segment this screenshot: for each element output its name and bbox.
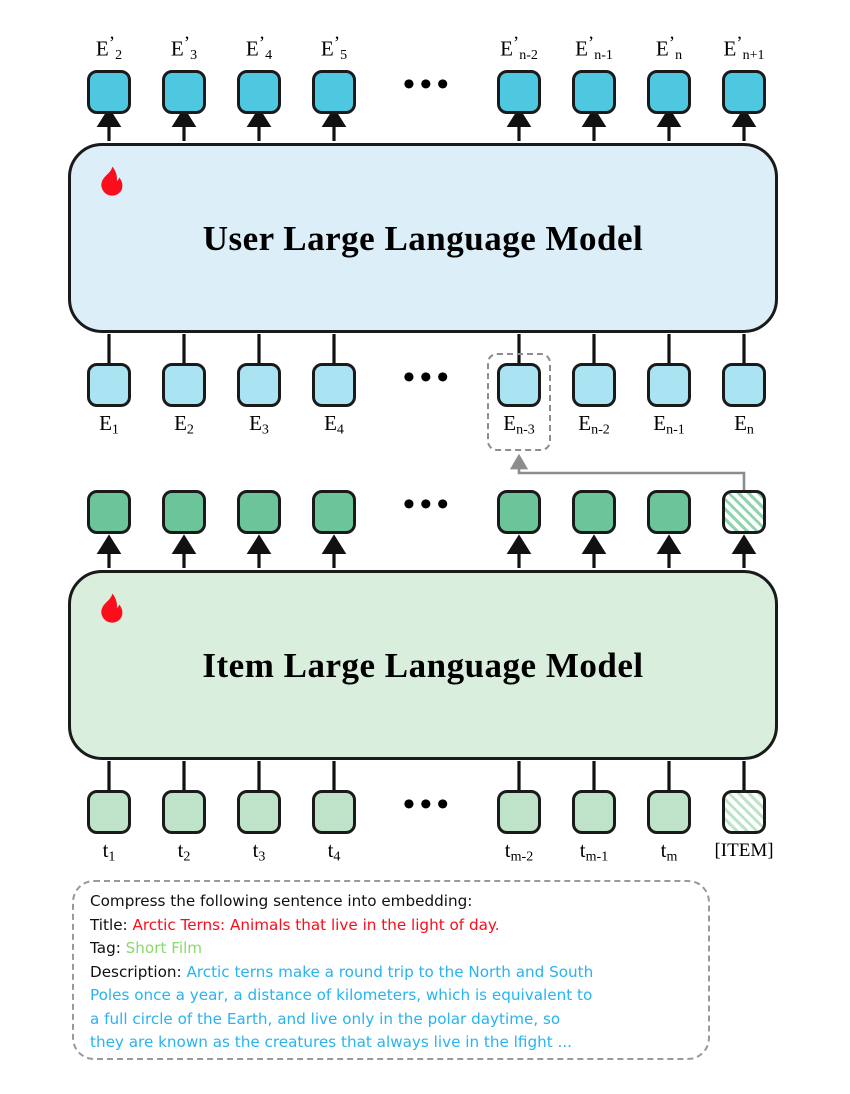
- output-embedding-label: E’5: [320, 33, 348, 64]
- prompt-desc-label: Description:: [90, 962, 182, 981]
- prompt-desc-text-1: Arctic terns make a round trip to the No…: [186, 962, 594, 981]
- output-embedding-cell[interactable]: [572, 70, 616, 114]
- output-row-ellipsis: •••: [403, 66, 454, 103]
- item-token-label: t3: [252, 838, 266, 865]
- output-embedding-label: E’2: [95, 33, 123, 64]
- output-embedding-label: E’n-1: [575, 33, 613, 64]
- item-token-cell-item-marker[interactable]: [722, 790, 766, 834]
- item-token-cell[interactable]: [572, 790, 616, 834]
- prompt-title-value: Arctic Terns: Animals that live in the l…: [132, 915, 500, 934]
- item-large-language-model-block[interactable]: Item Large Language Model: [68, 570, 778, 760]
- user-large-language-model-block[interactable]: User Large Language Model: [68, 143, 778, 333]
- item-to-user-embedding-connector: [509, 453, 746, 490]
- user-input-connector-lines: [107, 334, 746, 363]
- user-llm-output-arrows: [96, 107, 757, 141]
- user-input-embedding-label: En-2: [578, 411, 610, 438]
- item-token-cell[interactable]: [497, 790, 541, 834]
- user-input-embedding-cell[interactable]: [87, 363, 131, 407]
- user-input-embedding-label: En-3: [503, 411, 535, 438]
- user-input-embedding-cell-highlighted[interactable]: [497, 363, 541, 407]
- output-embedding-cell[interactable]: [237, 70, 281, 114]
- item-output-embedding-cell[interactable]: [237, 490, 281, 534]
- item-token-label: tm-2: [504, 838, 534, 865]
- user-input-embedding-label: E3: [249, 411, 269, 438]
- prompt-description-line-1: Description: Arctic terns make a round t…: [90, 961, 694, 985]
- user-input-row-ellipsis: •••: [403, 359, 454, 396]
- item-token-cell[interactable]: [87, 790, 131, 834]
- item-token-label: tm: [660, 838, 678, 865]
- item-token-cell[interactable]: [312, 790, 356, 834]
- user-input-embedding-cell[interactable]: [237, 363, 281, 407]
- item-output-embedding-cell-item-token[interactable]: [722, 490, 766, 534]
- user-input-embedding-cell[interactable]: [722, 363, 766, 407]
- user-llm-title: User Large Language Model: [202, 219, 644, 258]
- output-embedding-cell[interactable]: [647, 70, 691, 114]
- user-input-embedding-label: E2: [174, 411, 194, 438]
- user-input-embedding-cell[interactable]: [647, 363, 691, 407]
- prompt-description-line-4: they are known as the creatures that alw…: [90, 1033, 572, 1051]
- item-output-row-ellipsis: •••: [403, 486, 454, 523]
- item-output-embedding-cell[interactable]: [647, 490, 691, 534]
- item-token-cell[interactable]: [647, 790, 691, 834]
- user-input-embedding-cell[interactable]: [162, 363, 206, 407]
- item-token-label-item-marker: [ITEM]: [714, 840, 774, 861]
- user-input-embedding-cell[interactable]: [572, 363, 616, 407]
- item-output-embedding-cell[interactable]: [312, 490, 356, 534]
- item-output-embedding-cell[interactable]: [87, 490, 131, 534]
- output-embedding-cell[interactable]: [497, 70, 541, 114]
- user-input-embedding-label: E4: [324, 411, 344, 438]
- item-token-row-ellipsis: •••: [403, 786, 454, 823]
- prompt-tag-line: Tag: Short Film: [90, 937, 694, 961]
- item-token-cell[interactable]: [237, 790, 281, 834]
- item-output-embedding-cell[interactable]: [162, 490, 206, 534]
- output-embedding-cell[interactable]: [87, 70, 131, 114]
- item-token-label: t1: [102, 838, 116, 865]
- prompt-title-line: Title: Arctic Terns: Animals that live i…: [90, 914, 694, 938]
- highlight-dashed-box-en3: [487, 353, 551, 451]
- user-input-embedding-label: En: [734, 411, 754, 438]
- output-embedding-label: E’n: [655, 33, 683, 64]
- output-embedding-cell[interactable]: [312, 70, 356, 114]
- output-embedding-cell[interactable]: [722, 70, 766, 114]
- prompt-instruction-line: Compress the following sentence into emb…: [90, 892, 473, 910]
- user-input-embedding-cell[interactable]: [312, 363, 356, 407]
- item-output-embedding-cell[interactable]: [497, 490, 541, 534]
- user-input-embedding-label: En-1: [653, 411, 685, 438]
- output-embedding-label: E’n-2: [500, 33, 538, 64]
- output-embedding-label: E’4: [245, 33, 273, 64]
- prompt-text-box[interactable]: Compress the following sentence into emb…: [72, 880, 710, 1060]
- item-output-embedding-cell[interactable]: [572, 490, 616, 534]
- output-embedding-cell[interactable]: [162, 70, 206, 114]
- prompt-tag-value: Short Film: [125, 939, 203, 957]
- item-token-label: t2: [177, 838, 191, 865]
- item-llm-output-arrows: [96, 534, 757, 568]
- output-embedding-label: E’3: [170, 33, 198, 64]
- output-embedding-label: E’n+1: [723, 33, 765, 64]
- flame-icon: [101, 166, 123, 196]
- item-token-cell[interactable]: [162, 790, 206, 834]
- item-token-label: tm-1: [579, 838, 609, 865]
- prompt-title-label: Title:: [90, 915, 128, 934]
- user-input-embedding-label: E1: [99, 411, 119, 438]
- item-token-label: t4: [327, 838, 341, 865]
- prompt-description-line-2: Poles once a year, a distance of kilomet…: [90, 986, 593, 1004]
- prompt-description-line-3: a full circle of the Earth, and live onl…: [90, 1009, 561, 1028]
- item-token-connector-lines: [107, 761, 746, 790]
- flame-icon: [101, 593, 123, 623]
- item-llm-title: Item Large Language Model: [202, 646, 644, 685]
- prompt-tag-label: Tag:: [90, 939, 121, 957]
